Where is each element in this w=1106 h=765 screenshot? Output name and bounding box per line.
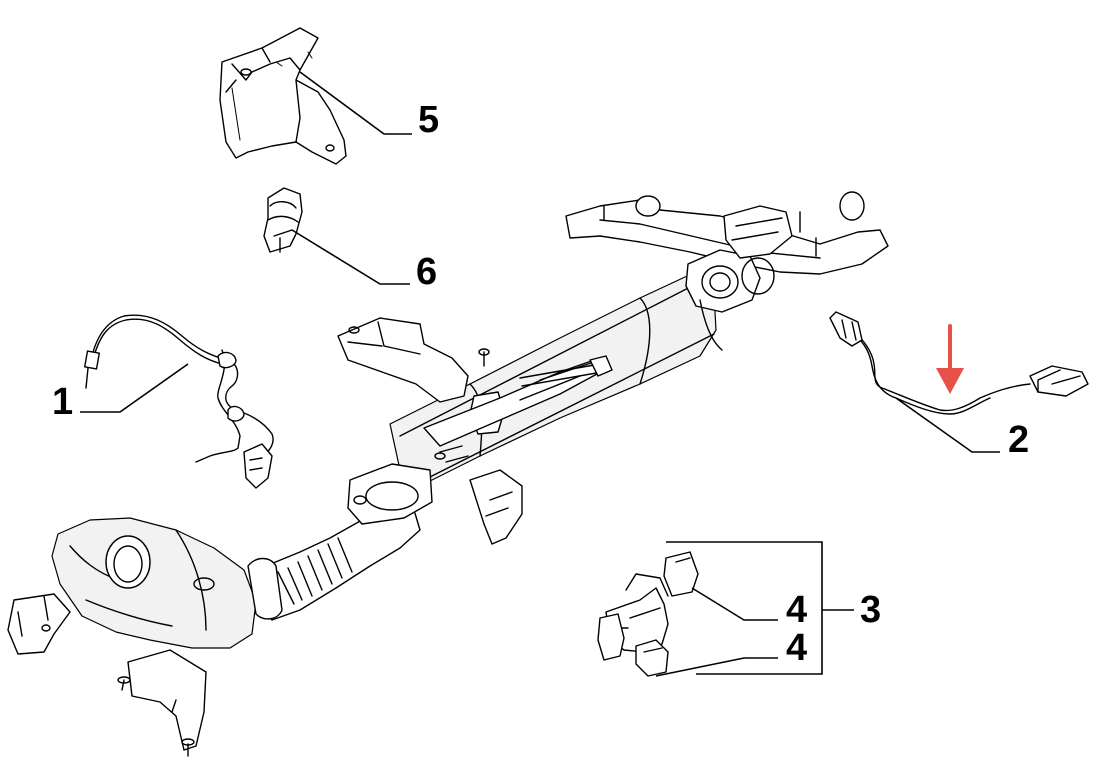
part-1-temperature-sensor [84, 314, 274, 489]
part-5-heat-shield [219, 27, 347, 165]
callout-1: 1 [52, 381, 73, 423]
callout-4-upper: 4 [786, 589, 807, 631]
part-3-mounting-kit [597, 551, 699, 677]
callout-4-lower: 4 [786, 627, 807, 669]
part-2-oxygen-sensor [829, 311, 1089, 415]
red-arrow-icon [936, 324, 964, 394]
callout-5: 5 [418, 99, 439, 141]
leader-lines [80, 71, 1000, 677]
callout-3: 3 [860, 589, 881, 631]
callout-labels: 1 2 3 4 4 5 6 [52, 99, 1029, 669]
part-4-rubber-lower [635, 639, 669, 677]
exhaust-assembly [7, 191, 889, 757]
callout-2: 2 [1008, 419, 1029, 461]
part-4-rubber-upper [663, 551, 699, 597]
callout-6: 6 [416, 251, 437, 293]
part-6-clamp [263, 187, 303, 253]
